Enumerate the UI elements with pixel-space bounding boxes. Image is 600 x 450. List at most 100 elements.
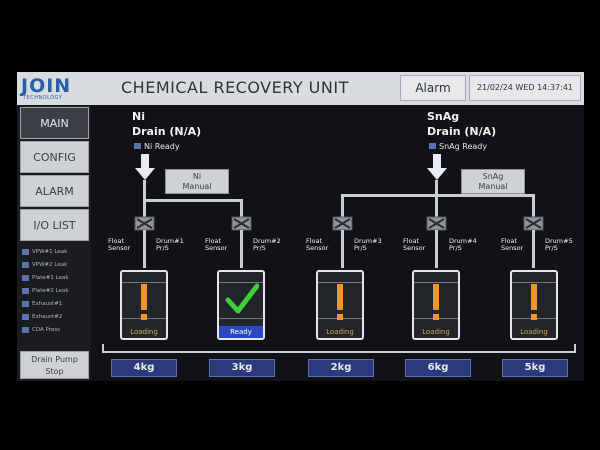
drum-3-weight: 2kg: [308, 359, 374, 377]
drum-5-status: Loading: [520, 328, 548, 336]
status-label: VPW#1 Leak: [32, 249, 68, 255]
exclamation-icon: [531, 284, 537, 320]
weight-bracket: [102, 344, 576, 353]
checkmark-icon: [225, 283, 259, 314]
valve-1-icon: [134, 216, 155, 231]
status-label: Exhaust#1: [32, 301, 63, 307]
ni-group-name: Ni: [132, 110, 145, 123]
datetime-display: 21/02/24 WED 14:37:41: [469, 75, 581, 101]
status-indicator-icon: [22, 261, 29, 268]
drum-1-status: Loading: [130, 328, 158, 336]
drum-3[interactable]: Loading: [316, 270, 364, 340]
valve-3-icon: [332, 216, 353, 231]
snag-branch-4: [435, 194, 438, 217]
ni-manual-label-1: Ni: [192, 172, 202, 181]
ni-main-pipe: [143, 180, 146, 200]
nav-alarm-button[interactable]: ALARM: [20, 175, 89, 207]
snag-manual-label-2: Manual: [478, 182, 508, 191]
status-indicator-icon: [22, 313, 29, 320]
status-label: Exhaust#2: [32, 314, 63, 320]
valve-5-icon: [523, 216, 544, 231]
status-label: Plate#2 Leak: [32, 288, 69, 294]
status-plate2-leak: Plate#2 Leak: [22, 285, 88, 297]
logo-subtext: TECHNOLOGY: [23, 95, 63, 101]
drum-4-status: Loading: [422, 328, 450, 336]
valve-2-icon: [231, 216, 252, 231]
snag-ready-label: SnAg Ready: [439, 142, 488, 151]
snag-ready-indicator: SnAg Ready: [429, 142, 487, 151]
join-logo: JOIN TECHNOLOGY: [21, 75, 81, 102]
drum-4[interactable]: Loading: [412, 270, 460, 340]
hmi-screen: JOIN TECHNOLOGY CHEMICAL RECOVERY UNIT A…: [17, 72, 584, 381]
snag-drain-status: Drain (N/A): [427, 125, 497, 138]
ni-branch-1: [143, 199, 146, 217]
valve-4-icon: [426, 216, 447, 231]
drum-5[interactable]: Loading: [510, 270, 558, 340]
drum-2-weight: 3kg: [209, 359, 275, 377]
ni-inlet-down-arrow-icon: [135, 154, 155, 180]
drum-3-status: Loading: [326, 328, 354, 336]
status-indicator-icon: [22, 326, 29, 333]
status-indicator-icon: [22, 300, 29, 307]
ready-indicator-icon: [134, 143, 141, 149]
status-exhaust2: Exhaust#2: [22, 311, 88, 323]
drain-pump-stop-button[interactable]: Drain Pump Stop: [20, 351, 89, 379]
piping-diagram: [134, 154, 544, 268]
ni-manual-button[interactable]: Ni Manual: [165, 169, 229, 194]
status-vpw2-leak: VPW#2 Leak: [22, 259, 88, 271]
drain-stop-label-1: Drain Pump: [31, 355, 78, 364]
ni-branch-2: [240, 199, 243, 217]
status-indicator-icon: [22, 287, 29, 294]
logo-text: JOIN: [21, 75, 72, 97]
snag-manual-label-1: SnAg: [482, 172, 504, 181]
status-label: CDA Press: [32, 327, 60, 333]
drum-2-status: Ready: [219, 326, 263, 338]
ni-drain-status: Drain (N/A): [132, 125, 202, 138]
status-plate1-leak: Plate#1 Leak: [22, 272, 88, 284]
status-cda-press: CDA Press: [22, 324, 88, 336]
drum-1-weight: 4kg: [111, 359, 177, 377]
snag-inlet-down-arrow-icon: [427, 154, 447, 180]
drum-2[interactable]: Ready: [217, 270, 265, 340]
alarm-button[interactable]: Alarm: [400, 75, 466, 101]
exclamation-icon: [141, 284, 147, 320]
drain-stop-label-2: Stop: [45, 367, 64, 376]
snag-main-pipe: [435, 180, 438, 195]
ni-manual-label-2: Manual: [182, 182, 212, 191]
ni-ready-label: Ni Ready: [144, 142, 180, 151]
status-indicator-icon: [22, 274, 29, 281]
status-vpw1-leak: VPW#1 Leak: [22, 246, 88, 258]
exclamation-icon: [433, 284, 439, 320]
nav-main-button[interactable]: MAIN: [20, 107, 89, 139]
snag-branch-5: [532, 194, 535, 217]
snag-manual-button[interactable]: SnAg Manual: [461, 169, 525, 194]
snag-group-name: SnAg: [427, 110, 460, 123]
status-indicator-icon: [22, 248, 29, 255]
ni-ready-indicator: Ni Ready: [134, 142, 180, 151]
drum-1[interactable]: Loading: [120, 270, 168, 340]
page-title: CHEMICAL RECOVERY UNIT: [121, 78, 349, 97]
snag-branch-3: [341, 194, 344, 217]
exclamation-icon: [337, 284, 343, 320]
status-exhaust1: Exhaust#1: [22, 298, 88, 310]
ni-header-pipe: [143, 199, 243, 202]
status-label: Plate#1 Leak: [32, 275, 69, 281]
nav-io-list-button[interactable]: I/O LIST: [20, 209, 89, 241]
status-label: VPW#2 Leak: [32, 262, 68, 268]
drum-5-weight: 5kg: [502, 359, 568, 377]
header-bar: JOIN TECHNOLOGY CHEMICAL RECOVERY UNIT A…: [17, 72, 584, 105]
ready-indicator-icon: [429, 143, 436, 149]
sidebar: MAIN CONFIG ALARM I/O LIST VPW#1 Leak VP…: [17, 105, 91, 381]
drum-4-weight: 6kg: [405, 359, 471, 377]
nav-config-button[interactable]: CONFIG: [20, 141, 89, 173]
